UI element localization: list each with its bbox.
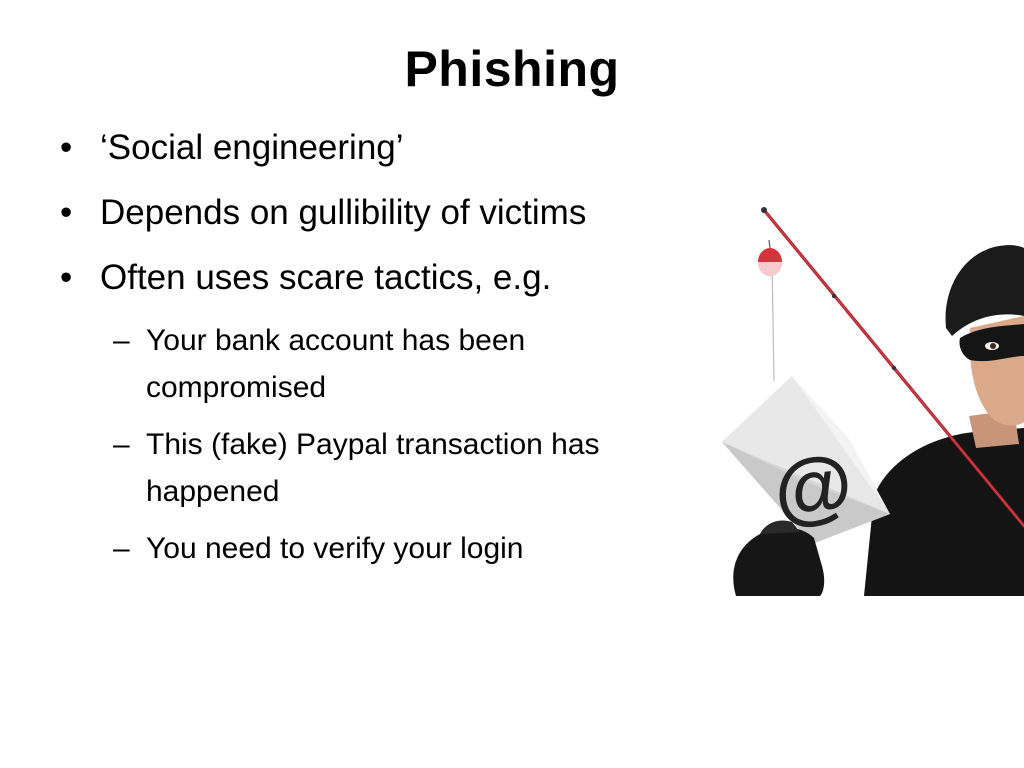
bullet-marker: • bbox=[60, 193, 73, 232]
slide-title: Phishing bbox=[404, 41, 620, 97]
sub-bullet-text: You need to verify your login bbox=[146, 532, 524, 565]
envelope-icon: @ bbox=[722, 376, 890, 544]
sub-bullet-marker: – bbox=[113, 532, 130, 565]
fishing-rod-icon bbox=[761, 207, 1024, 528]
bullet-item: • Often uses scare tactics, e.g. bbox=[60, 252, 660, 303]
bullet-marker: • bbox=[60, 258, 73, 297]
bobber-icon bbox=[758, 239, 782, 276]
bullet-marker: • bbox=[60, 128, 73, 167]
bullet-text: Depends on gullibility of victims bbox=[100, 193, 587, 232]
bullet-text: ‘Social engineering’ bbox=[100, 128, 404, 167]
bullet-list: • ‘Social engineering’ • Depends on gull… bbox=[60, 122, 660, 582]
phisher-illustration: @ bbox=[722, 207, 1024, 596]
sub-bullet-marker: – bbox=[113, 324, 130, 357]
sub-bullet-item: – Your bank account has been compromised bbox=[60, 317, 660, 411]
sub-bullet-item: – This (fake) Paypal transaction has hap… bbox=[60, 421, 660, 515]
sub-bullet-text: This (fake) Paypal transaction has happe… bbox=[146, 428, 600, 508]
bullet-item: • Depends on gullibility of victims bbox=[60, 187, 660, 238]
sub-bullet-marker: – bbox=[113, 428, 130, 461]
person-figure bbox=[864, 245, 1024, 596]
sub-bullet-item: – You need to verify your login bbox=[60, 525, 660, 572]
bullet-item: • ‘Social engineering’ bbox=[60, 122, 660, 173]
sub-bullet-text: Your bank account has been compromised bbox=[146, 324, 526, 404]
at-symbol-icon: @ bbox=[770, 438, 857, 535]
bullet-text: Often uses scare tactics, e.g. bbox=[100, 258, 552, 297]
gloved-hand-icon bbox=[733, 520, 825, 596]
fishing-line bbox=[771, 259, 775, 382]
